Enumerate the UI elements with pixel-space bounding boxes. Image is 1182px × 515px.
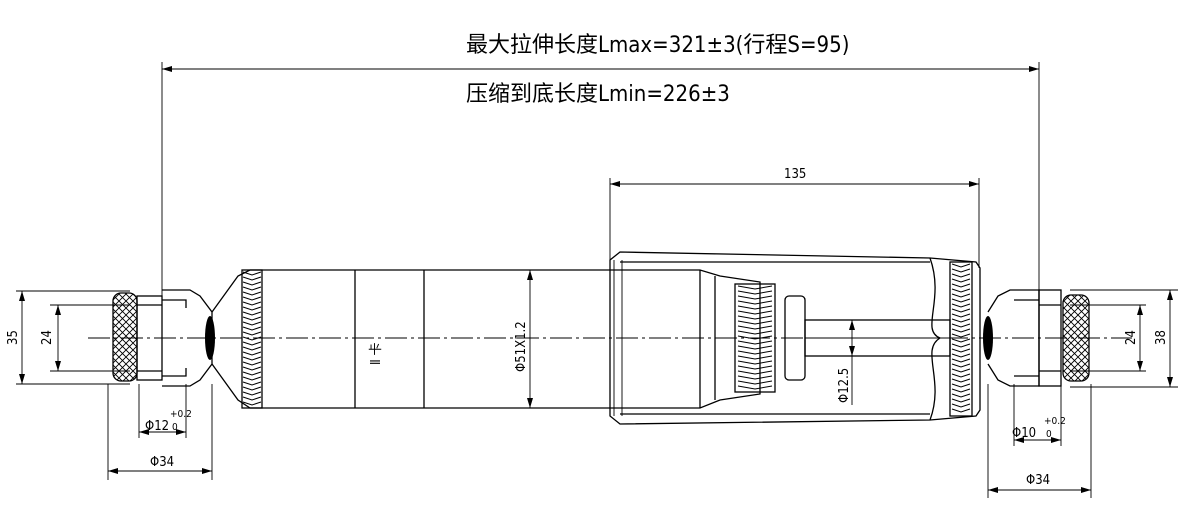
right-bore-text: Φ10	[1012, 426, 1036, 441]
reservoir-tube: Ⅱ 卡	[211, 269, 776, 409]
left-bore-tol-lower: 0	[172, 422, 178, 433]
overall-length-dimension	[161, 62, 1040, 300]
left-eye-width-text: Φ34	[150, 455, 174, 470]
min-length-title: 压缩到底长度Lmin=226±3	[466, 82, 730, 107]
right-eye-mount	[983, 289, 1090, 387]
body-diameter-text: Φ51X1.2	[514, 321, 529, 372]
dim-135-text: 135	[784, 167, 806, 182]
right-height-dimensions: 24 38	[1070, 289, 1178, 388]
left-bore-dimension: Φ12 +0.2 0 Φ34	[107, 384, 213, 480]
brand-label: Ⅱ 卡	[369, 343, 384, 365]
left-inner-height-text: 24	[40, 330, 55, 345]
left-bore-tol-upper: +0.2	[170, 409, 192, 420]
rod-diameter-text: Φ12.5	[837, 368, 852, 403]
body-diameter-dimension: Φ51X1.2	[514, 270, 533, 408]
right-bore-tol-lower: 0	[1046, 429, 1052, 440]
right-bore-tol-upper: +0.2	[1044, 416, 1066, 427]
dimension-135: 135	[609, 167, 980, 268]
left-outer-height-text: 35	[6, 330, 21, 345]
piston-rod: Φ12.5	[784, 295, 951, 405]
max-length-title: 最大拉伸长度Lmax=321±3(行程S=95)	[466, 33, 849, 58]
right-bore-dimension: Φ10 +0.2 0 Φ34	[987, 384, 1092, 498]
right-inner-height-text: 24	[1124, 330, 1139, 345]
left-height-dimensions: 35 24	[6, 290, 130, 385]
left-bore-text: Φ12	[145, 419, 169, 434]
right-outer-height-text: 38	[1154, 330, 1169, 345]
left-eye-mount	[112, 289, 215, 387]
right-eye-width-text: Φ34	[1026, 473, 1050, 488]
